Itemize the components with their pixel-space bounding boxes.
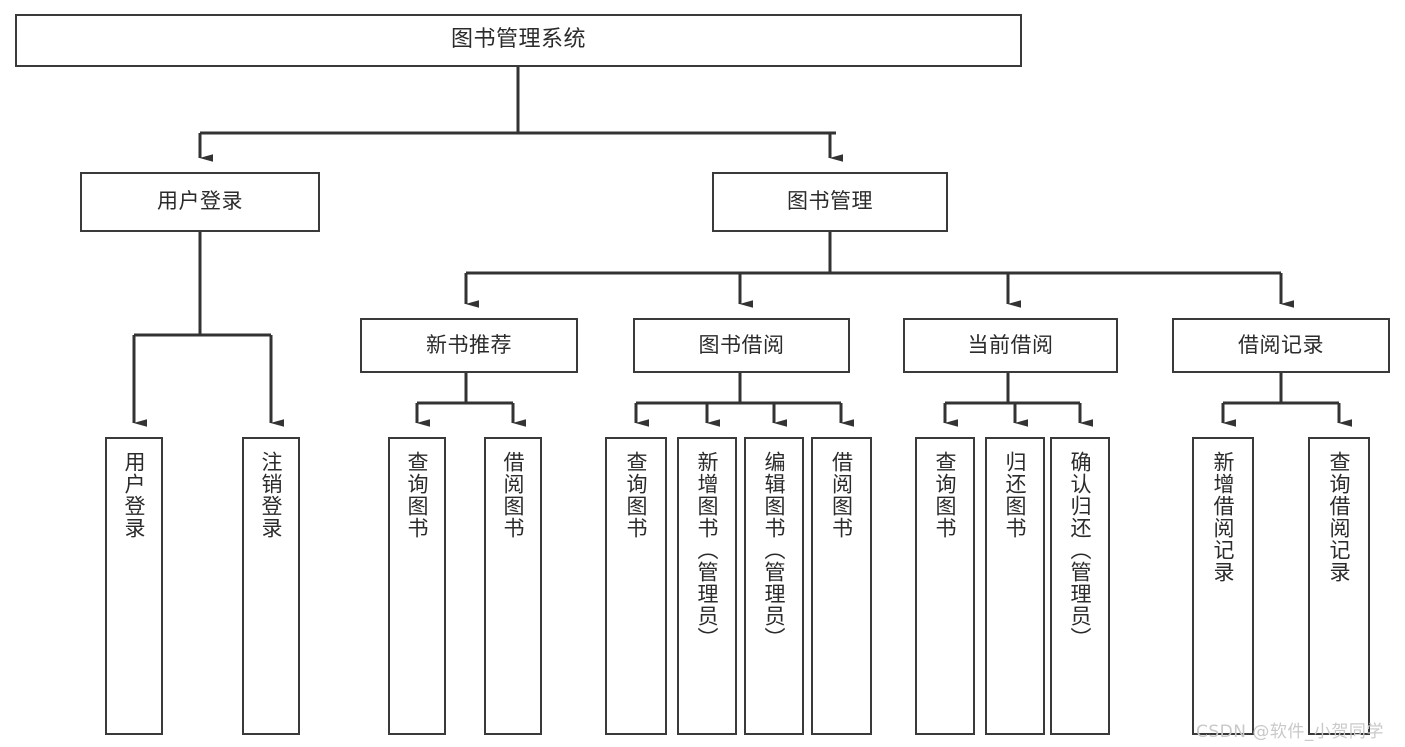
node-leaf-borrow-book-2[interactable]: 借阅图书 (811, 437, 872, 735)
node-leaf-query-book-2[interactable]: 查询图书 (605, 437, 667, 735)
node-leaf-query-book-1-label: 查询图书 (405, 451, 430, 539)
node-user-login[interactable]: 用户登录 (80, 172, 320, 232)
node-book-borrow-label: 图书借阅 (698, 332, 785, 357)
node-leaf-confirm-return-label: 确认归还（管理员） (1068, 451, 1093, 649)
node-new-book-recommend[interactable]: 新书推荐 (360, 318, 578, 373)
node-leaf-borrow-book-1-label: 借阅图书 (501, 451, 526, 539)
node-borrow-record[interactable]: 借阅记录 (1172, 318, 1390, 373)
node-current-borrow[interactable]: 当前借阅 (903, 318, 1118, 373)
node-leaf-user-logout-label: 注销登录 (259, 451, 284, 539)
node-leaf-query-book-3-label: 查询图书 (933, 451, 958, 539)
node-book-manage[interactable]: 图书管理 (712, 172, 948, 232)
node-leaf-user-logout[interactable]: 注销登录 (242, 437, 300, 735)
node-leaf-add-borrow-record-label: 新增借阅记录 (1211, 451, 1236, 583)
node-book-borrow[interactable]: 图书借阅 (633, 318, 850, 373)
node-book-manage-label: 图书管理 (787, 189, 873, 214)
node-borrow-record-label: 借阅记录 (1238, 332, 1324, 357)
node-new-book-recommend-label: 新书推荐 (426, 332, 512, 357)
node-leaf-user-login[interactable]: 用户登录 (105, 437, 163, 735)
node-leaf-query-book-3[interactable]: 查询图书 (915, 437, 975, 735)
node-leaf-add-book-label: 新增图书（管理员） (695, 451, 720, 649)
node-leaf-edit-book[interactable]: 编辑图书（管理员） (744, 437, 804, 735)
node-leaf-return-book-label: 归还图书 (1003, 451, 1028, 539)
node-leaf-confirm-return[interactable]: 确认归还（管理员） (1050, 437, 1110, 735)
node-current-borrow-label: 当前借阅 (967, 332, 1054, 357)
node-leaf-query-borrow-record-label: 查询借阅记录 (1327, 451, 1352, 583)
node-leaf-return-book[interactable]: 归还图书 (985, 437, 1045, 735)
node-user-login-label: 用户登录 (157, 189, 243, 214)
node-leaf-add-borrow-record[interactable]: 新增借阅记录 (1192, 437, 1254, 735)
node-root[interactable]: 图书管理系统 (15, 14, 1022, 67)
node-leaf-user-login-label: 用户登录 (122, 451, 147, 539)
node-leaf-borrow-book-2-label: 借阅图书 (829, 451, 854, 539)
node-root-label: 图书管理系统 (450, 27, 586, 53)
node-leaf-borrow-book-1[interactable]: 借阅图书 (484, 437, 542, 735)
node-leaf-query-book-1[interactable]: 查询图书 (388, 437, 446, 735)
node-leaf-query-borrow-record[interactable]: 查询借阅记录 (1308, 437, 1370, 735)
node-leaf-edit-book-label: 编辑图书（管理员） (762, 451, 787, 649)
node-leaf-add-book[interactable]: 新增图书（管理员） (677, 437, 737, 735)
node-leaf-query-book-2-label: 查询图书 (624, 451, 649, 539)
